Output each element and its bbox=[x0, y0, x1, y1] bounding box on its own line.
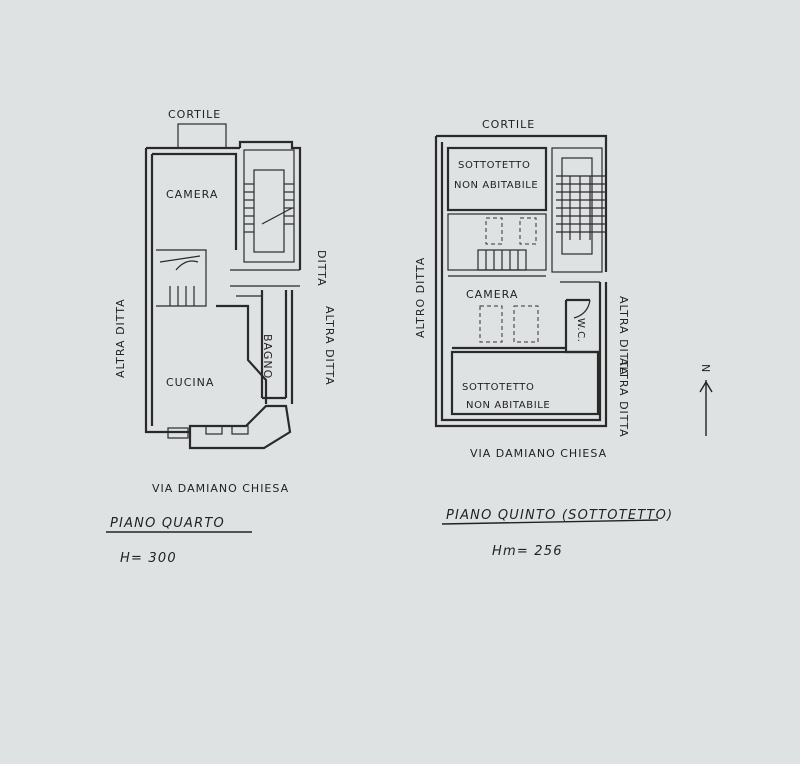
floor5-attic-bottom-label-1: SOTTOTETTO bbox=[462, 382, 534, 393]
floor5-skylight-1 bbox=[485, 217, 503, 245]
floor5-wc-label: W.C. bbox=[575, 318, 586, 342]
floor4-cucina-wall bbox=[216, 304, 268, 404]
floor4-outer-wall-top-left bbox=[144, 140, 302, 434]
floor5-attic-bottom-label-2: NON ABITABILE bbox=[466, 400, 550, 411]
floor4-right-bottom-label: ALTRA DITTA bbox=[323, 306, 336, 386]
floor4-bay-window bbox=[160, 404, 292, 450]
floor5-attic-top-label-1: SOTTOTETTO bbox=[458, 160, 530, 171]
floor5-left-neighbor-label: ALTRO DITTA bbox=[414, 257, 427, 338]
floor4-camera-label: CAMERA bbox=[166, 188, 218, 201]
floor5-attic-bottom bbox=[450, 350, 600, 416]
floor4-street-label: VIA DAMIANO CHIESA bbox=[152, 482, 289, 495]
floor5-wc-door bbox=[573, 299, 591, 319]
floor4-cucina-label: CUCINA bbox=[166, 376, 214, 389]
floor5-title-underline bbox=[441, 519, 659, 525]
north-arrow-letter: N bbox=[699, 364, 712, 373]
floor5-skylight-2 bbox=[519, 217, 537, 245]
floor5-small-stair bbox=[477, 249, 527, 271]
floor4-stair-core bbox=[253, 169, 285, 253]
floor5-attic-top bbox=[446, 146, 548, 212]
floor4-right-top-label: DITTA bbox=[315, 250, 328, 287]
floor4-window-1 bbox=[167, 427, 189, 439]
floor5-attic-top-label-2: NON ABITABILE bbox=[454, 180, 538, 191]
floor5-camera-label: CAMERA bbox=[466, 288, 518, 301]
floor4-internal-stair bbox=[156, 249, 207, 307]
floor5-title: PIANO QUINTO (SOTTOTETTO) bbox=[446, 508, 673, 523]
floor5-stair-core bbox=[561, 157, 593, 255]
floor4-title: PIANO QUARTO bbox=[110, 516, 225, 531]
floor5-height: Hm= 256 bbox=[492, 544, 563, 559]
floor4-window-3 bbox=[231, 425, 249, 435]
floor5-camera-top-wall bbox=[448, 275, 600, 283]
floor5-middle-area bbox=[447, 213, 547, 271]
floor4-internal-stair-treads bbox=[159, 255, 201, 306]
floor-4-plan: CORTILE bbox=[106, 108, 336, 566]
floor5-street-label: VIA DAMIANO CHIESA bbox=[470, 447, 607, 460]
floor5-stair-well bbox=[551, 147, 603, 273]
floor4-height: H= 300 bbox=[120, 551, 177, 566]
floor5-stair-treads bbox=[556, 175, 606, 240]
floor5-courtyard-label: CORTILE bbox=[482, 118, 535, 131]
floor4-left-neighbor-label: ALTRA DITTA bbox=[114, 298, 127, 378]
floor4-bagno-left-wall bbox=[260, 290, 286, 400]
floor4-stair-treads bbox=[244, 183, 294, 233]
floor5-skylight-3 bbox=[479, 305, 503, 343]
floor5-right-bottom-label: ALTRA DITTA bbox=[617, 358, 630, 438]
floor4-courtyard-label: CORTILE bbox=[168, 108, 221, 121]
floor4-stair-well bbox=[243, 149, 295, 263]
floor5-right-top-label: ALTRA DITTA bbox=[617, 296, 630, 376]
courtyard-bay bbox=[177, 123, 227, 149]
floor5-skylight-4 bbox=[513, 305, 539, 343]
floor4-window-2 bbox=[205, 425, 223, 435]
floor4-bagno-label: BAGNO bbox=[261, 334, 274, 379]
floor5-outer-wall bbox=[434, 134, 608, 428]
floor4-camera-wall bbox=[152, 152, 238, 250]
floor-5-plan: CORTILE bbox=[414, 118, 673, 559]
north-arrow: N bbox=[699, 364, 713, 436]
north-arrow-head bbox=[699, 380, 713, 393]
